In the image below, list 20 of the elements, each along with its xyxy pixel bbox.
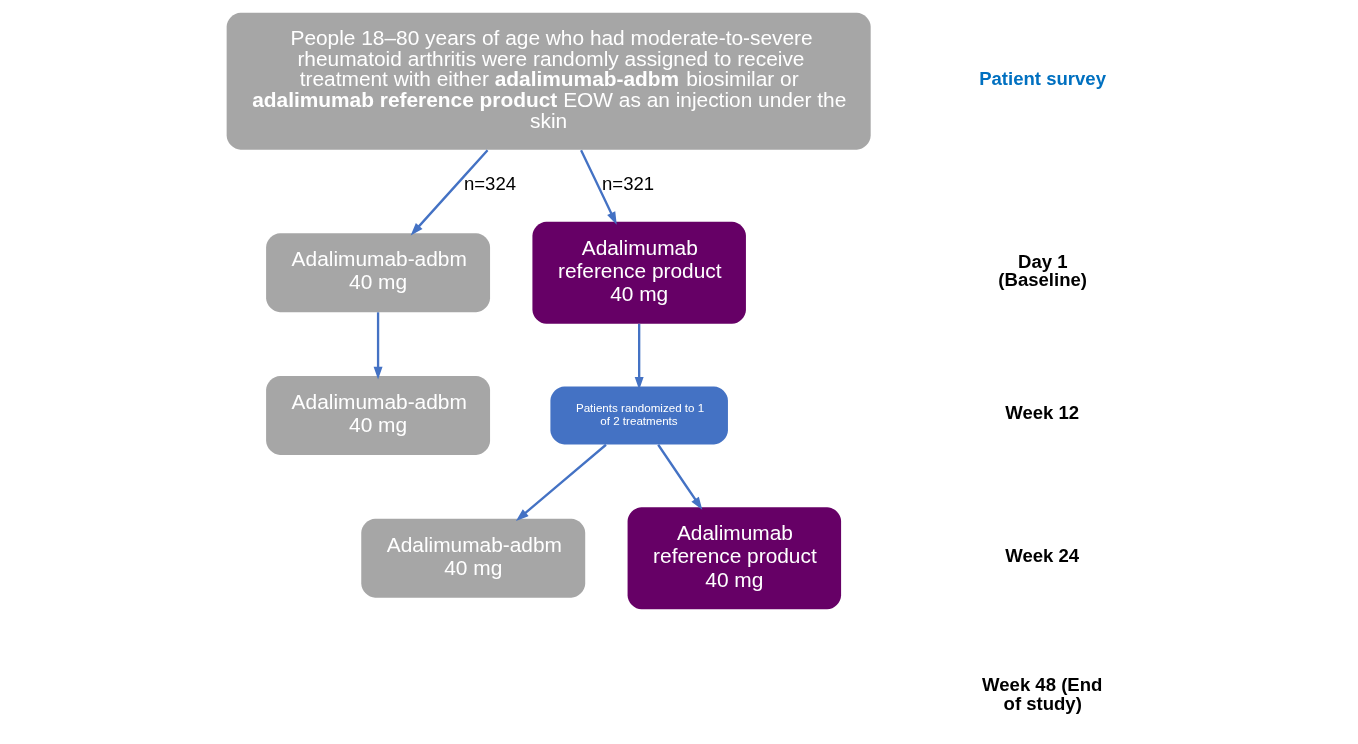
label: Week 48 (End of study) — [981, 674, 1102, 715]
arrow — [579, 149, 617, 225]
label: Day 1 (Baseline) — [997, 250, 1087, 291]
arrow — [656, 444, 702, 510]
label: Patient survey — [978, 67, 1106, 89]
node-box: Adalimumab reference product 40 mg — [627, 507, 841, 610]
edge-label: n=324 — [463, 173, 516, 195]
arrow — [410, 149, 488, 236]
label: Week 24 — [1004, 544, 1079, 566]
node-box: Patients randomized to 1 of 2 treatments — [549, 386, 728, 445]
node-box: Adalimumab reference product 40 mg — [531, 221, 746, 324]
arrow — [373, 312, 383, 380]
node-box: People 18–80 years of age who had moderate-to-severe rheumatoid arthritis were randomly assigned to receive treatment with either adalimumab-adbm biosimilar or adalimumab reference product EOW as an injection under the skin — [226, 12, 871, 150]
label: Week 12 — [1004, 401, 1079, 423]
arrow — [634, 323, 644, 390]
arrow — [515, 443, 607, 521]
edge-label: n=321 — [601, 173, 654, 195]
node-box: Adalimumab-adbm 40 mg — [265, 376, 490, 455]
node-box: Adalimumab-adbm 40 mg — [265, 233, 490, 313]
node-box: Adalimumab-adbm 40 mg — [360, 518, 585, 598]
